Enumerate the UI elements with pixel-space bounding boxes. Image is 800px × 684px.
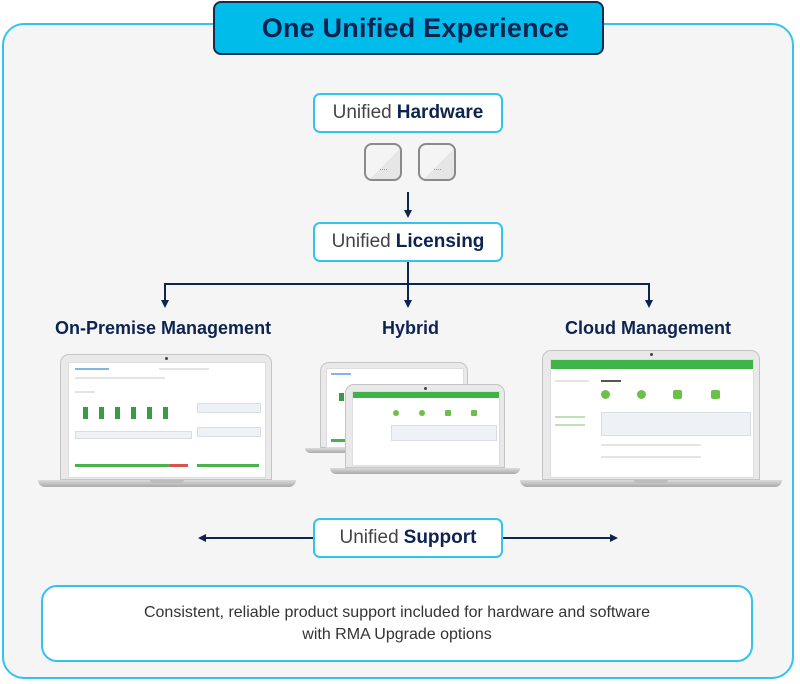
page-title: One Unified Experience (261, 12, 570, 43)
onpremise-laptop-image (38, 354, 296, 488)
support-emphasis: Support (403, 527, 477, 548)
licensing-emphasis: Licensing (395, 231, 485, 252)
cloud-laptop-image (520, 350, 782, 488)
cloud-dashboard-screen (550, 359, 754, 478)
hybrid-laptops-image (305, 362, 520, 474)
access-point-icon (418, 143, 456, 181)
description-line-1: Consistent, reliable product support inc… (143, 603, 651, 621)
hybrid-heading: Hybrid (382, 318, 440, 338)
description-line-2: with RMA Upgrade options (302, 625, 492, 643)
licensing-prefix: Unified (331, 231, 391, 252)
hardware-prefix: Unified (332, 102, 392, 123)
hardware-emphasis: Hardware (396, 102, 484, 123)
onpremise-dashboard-screen (68, 362, 266, 478)
access-point-icon (364, 143, 402, 181)
title-banner: One Unified Experience (213, 1, 604, 55)
support-prefix: Unified (339, 527, 399, 548)
support-description-box: Consistent, reliable product support inc… (41, 585, 753, 662)
cloud-heading: Cloud Management (565, 318, 732, 338)
onpremise-heading: On-Premise Management (55, 318, 272, 338)
